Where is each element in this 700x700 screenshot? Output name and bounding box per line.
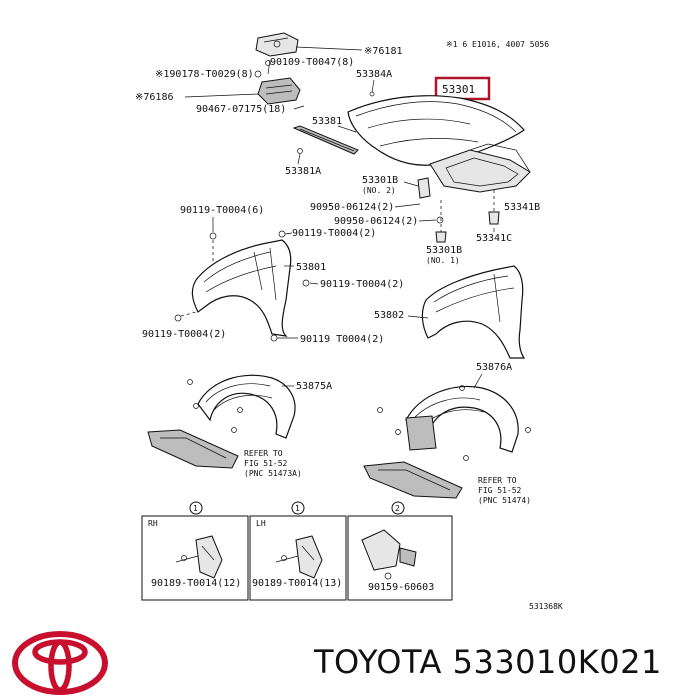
diagram-code: 531368K (529, 602, 563, 611)
fender-liner-left (197, 374, 296, 439)
detail-callouts: 1 1 2 (189, 501, 405, 515)
hood-latch-base (257, 77, 301, 105)
hood-latch-cover (255, 32, 299, 57)
toyota-logo-icon (12, 631, 108, 695)
brand-part-number: 533010K021 (452, 643, 662, 681)
label-53341b: 53341B (504, 202, 540, 213)
label-53381: 53381 (312, 116, 342, 127)
label-53301b-top-no: (NO. 2) (362, 186, 396, 195)
label-90119-d: 90119-T0004(2) (142, 329, 226, 340)
label-90189-rh: 90189-T0014(12) (151, 578, 241, 589)
callout-2: 2 (395, 504, 400, 513)
label-53381a: 53381A (285, 166, 321, 177)
label-53301b-bot: 53301B (426, 245, 462, 256)
front-fender-left (191, 239, 292, 337)
box-lh-label: LH (256, 519, 266, 528)
refer-left-1: REFER TO (244, 449, 283, 458)
callout-1a: 1 (193, 504, 198, 513)
label-53802: 53802 (374, 310, 404, 321)
label-53341c: 53341C (476, 233, 512, 244)
fender-liner-right (405, 385, 519, 453)
splash-shield-right (363, 461, 463, 499)
box-rh-label: RH (148, 519, 158, 528)
hood-bumper-no2 (417, 177, 431, 199)
detail-box-frame (141, 515, 453, 601)
label-90189-lh: 90189-T0014(13) (252, 578, 342, 589)
hood-cushion (488, 211, 500, 225)
detail-clip-bracket (361, 529, 417, 580)
brand-maker: TOYOTA (314, 643, 442, 681)
hood-inner-panel (429, 143, 531, 193)
label-90109-t0047: 90109-T0047(8) (270, 57, 354, 68)
brand-caption: TOYOTA 533010K021 (314, 632, 694, 692)
callout-1b: 1 (295, 504, 300, 513)
label-90950-a: 90950-06124(2) (310, 202, 394, 213)
label-90119-a: 90119-T0004(6) (180, 205, 264, 216)
label-90950-b: 90950-06124(2) (334, 216, 418, 227)
label-53801: 53801 (296, 262, 326, 273)
label-53876a: 53876A (476, 362, 512, 373)
refer-left-2: FIG 51-52 (244, 459, 288, 468)
label-53875a: 53875A (296, 381, 332, 392)
label-53301b-bot-no: (NO. 1) (426, 256, 460, 265)
label-76181: ※76181 (364, 46, 402, 57)
header-note: ※1 6 E1016, 4007 5056 (446, 40, 549, 49)
label-53301b-top: 53301B (362, 175, 398, 186)
label-90119-b: 90119-T0004(2) (292, 228, 376, 239)
refer-right-1: REFER TO (478, 476, 517, 485)
hood-bumper-no1 (435, 231, 447, 243)
hood-panel (347, 95, 525, 166)
front-fender-right (421, 265, 526, 359)
label-90119-c: 90119-T0004(2) (320, 279, 404, 290)
label-90178-t0029: ※190178-T0029(8) (155, 69, 254, 80)
splash-shield-left (147, 429, 239, 469)
refer-right-2: FIG 51-52 (478, 486, 522, 495)
refer-left-3: (PNC 51473A) (244, 469, 302, 478)
label-53301[interactable]: 53301 (442, 83, 475, 96)
detail-rh-bracket (175, 535, 223, 579)
detail-lh-bracket (275, 535, 323, 579)
label-90119-e: 90119 T0004(2) (300, 334, 384, 345)
label-76186: ※76186 (135, 92, 173, 103)
label-53384a: 53384A (356, 69, 392, 80)
label-90159: 90159-60603 (368, 582, 434, 593)
label-90467: 90467-07175(18) (196, 104, 286, 115)
refer-right-3: (PNC 51474) (478, 496, 531, 505)
hood-seal-strip (292, 125, 359, 155)
